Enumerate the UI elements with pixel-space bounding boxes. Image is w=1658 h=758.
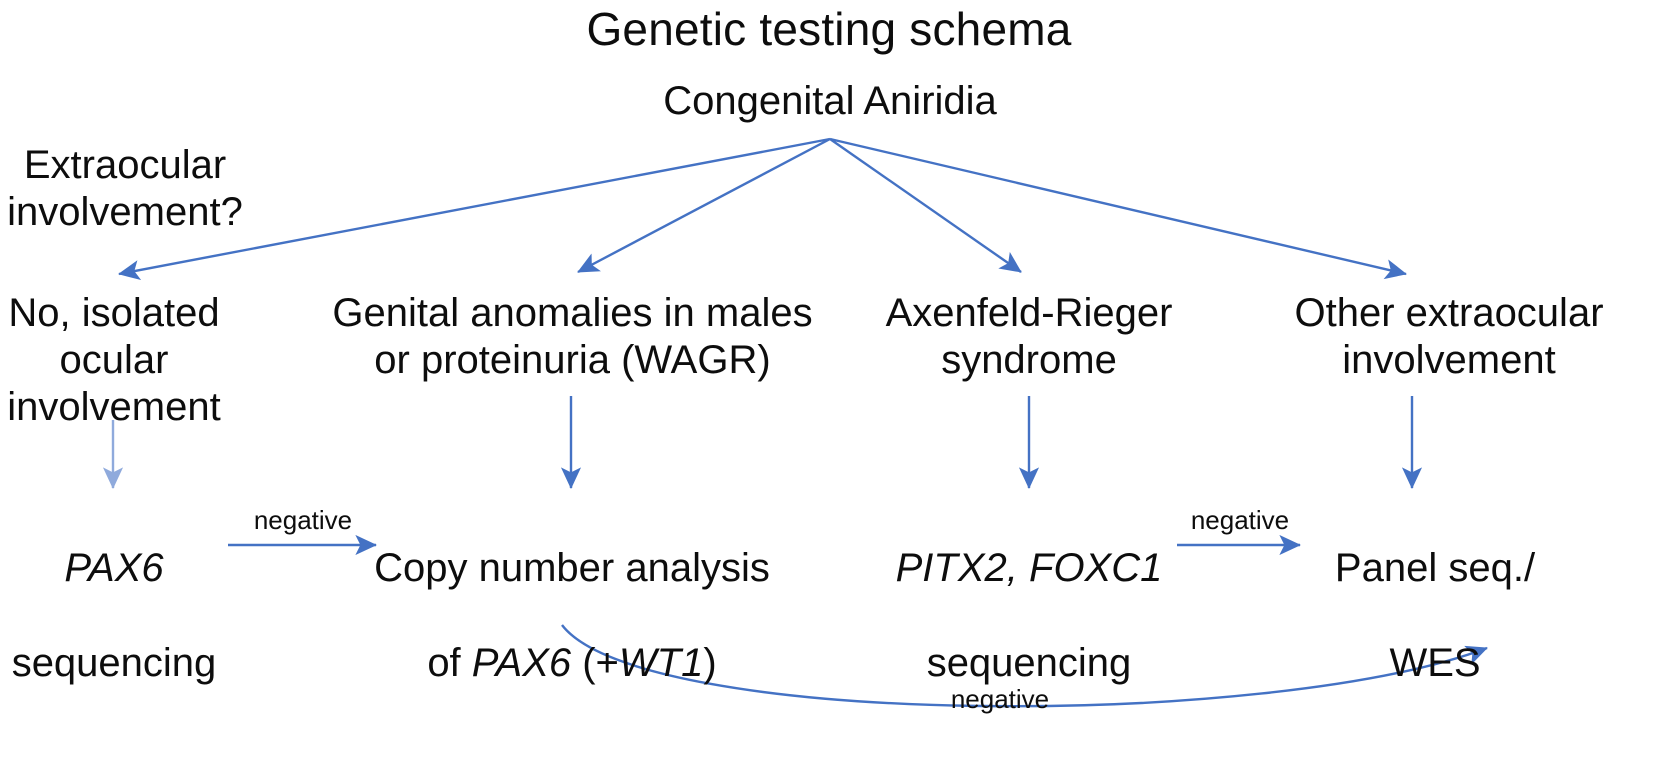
arrow-root-to-axenfeld — [829, 138, 1022, 273]
page-title: Genetic testing schema — [586, 3, 1072, 55]
test-panel-line2: WES — [1389, 640, 1481, 685]
test-copy-number-mid: (+ — [571, 640, 619, 685]
gene-name-pax6: PAX6 — [64, 546, 164, 591]
node-test-panel-seq-wes: Panel seq./ WES — [1290, 498, 1580, 687]
test-copy-number-suffix: ) — [703, 640, 717, 685]
node-branch-axenfeld-rieger: Axenfeld-Rieger syndrome — [885, 291, 1173, 383]
test-panel-line1: Panel seq./ — [1334, 546, 1536, 591]
node-test-pitx2-foxc1-sequencing: PITX2, FOXC1 sequencing — [855, 498, 1203, 687]
gene-names-pitx2-foxc1: PITX2, FOXC1 — [895, 546, 1163, 591]
edge-label-negative-pitx2: negative — [1190, 505, 1290, 535]
arrow-root-to-other — [829, 137, 1407, 280]
node-branch-isolated-ocular: No, isolated ocular involvement — [7, 291, 221, 430]
node-test-pax6-sequencing: PAX6 sequencing — [0, 498, 228, 687]
edge-label-negative-pax6: negative — [253, 505, 353, 535]
node-branch-wagr: Genital anomalies in males or proteinuri… — [332, 291, 813, 383]
gene-name-pax6-copy: PAX6 — [471, 640, 572, 685]
arrow-root-to-wagr — [577, 137, 831, 274]
test-copy-number-prefix: of — [427, 640, 472, 685]
label-extraocular-involvement-question: Extraocular involvement? — [7, 143, 243, 235]
test-pax6-action: sequencing — [11, 640, 217, 685]
test-pitx2-action: sequencing — [926, 640, 1132, 685]
node-congenital-aniridia: Congenital Aniridia — [663, 79, 997, 123]
edge-label-negative-curved: negative — [950, 684, 1050, 714]
gene-name-wt1: WT1 — [618, 640, 704, 685]
node-test-copy-number-analysis: Copy number analysis of PAX6 (+WT1) — [352, 498, 792, 687]
test-copy-number-line1: Copy number analysis — [374, 546, 770, 591]
node-branch-other-extraocular: Other extraocular involvement — [1294, 291, 1604, 383]
